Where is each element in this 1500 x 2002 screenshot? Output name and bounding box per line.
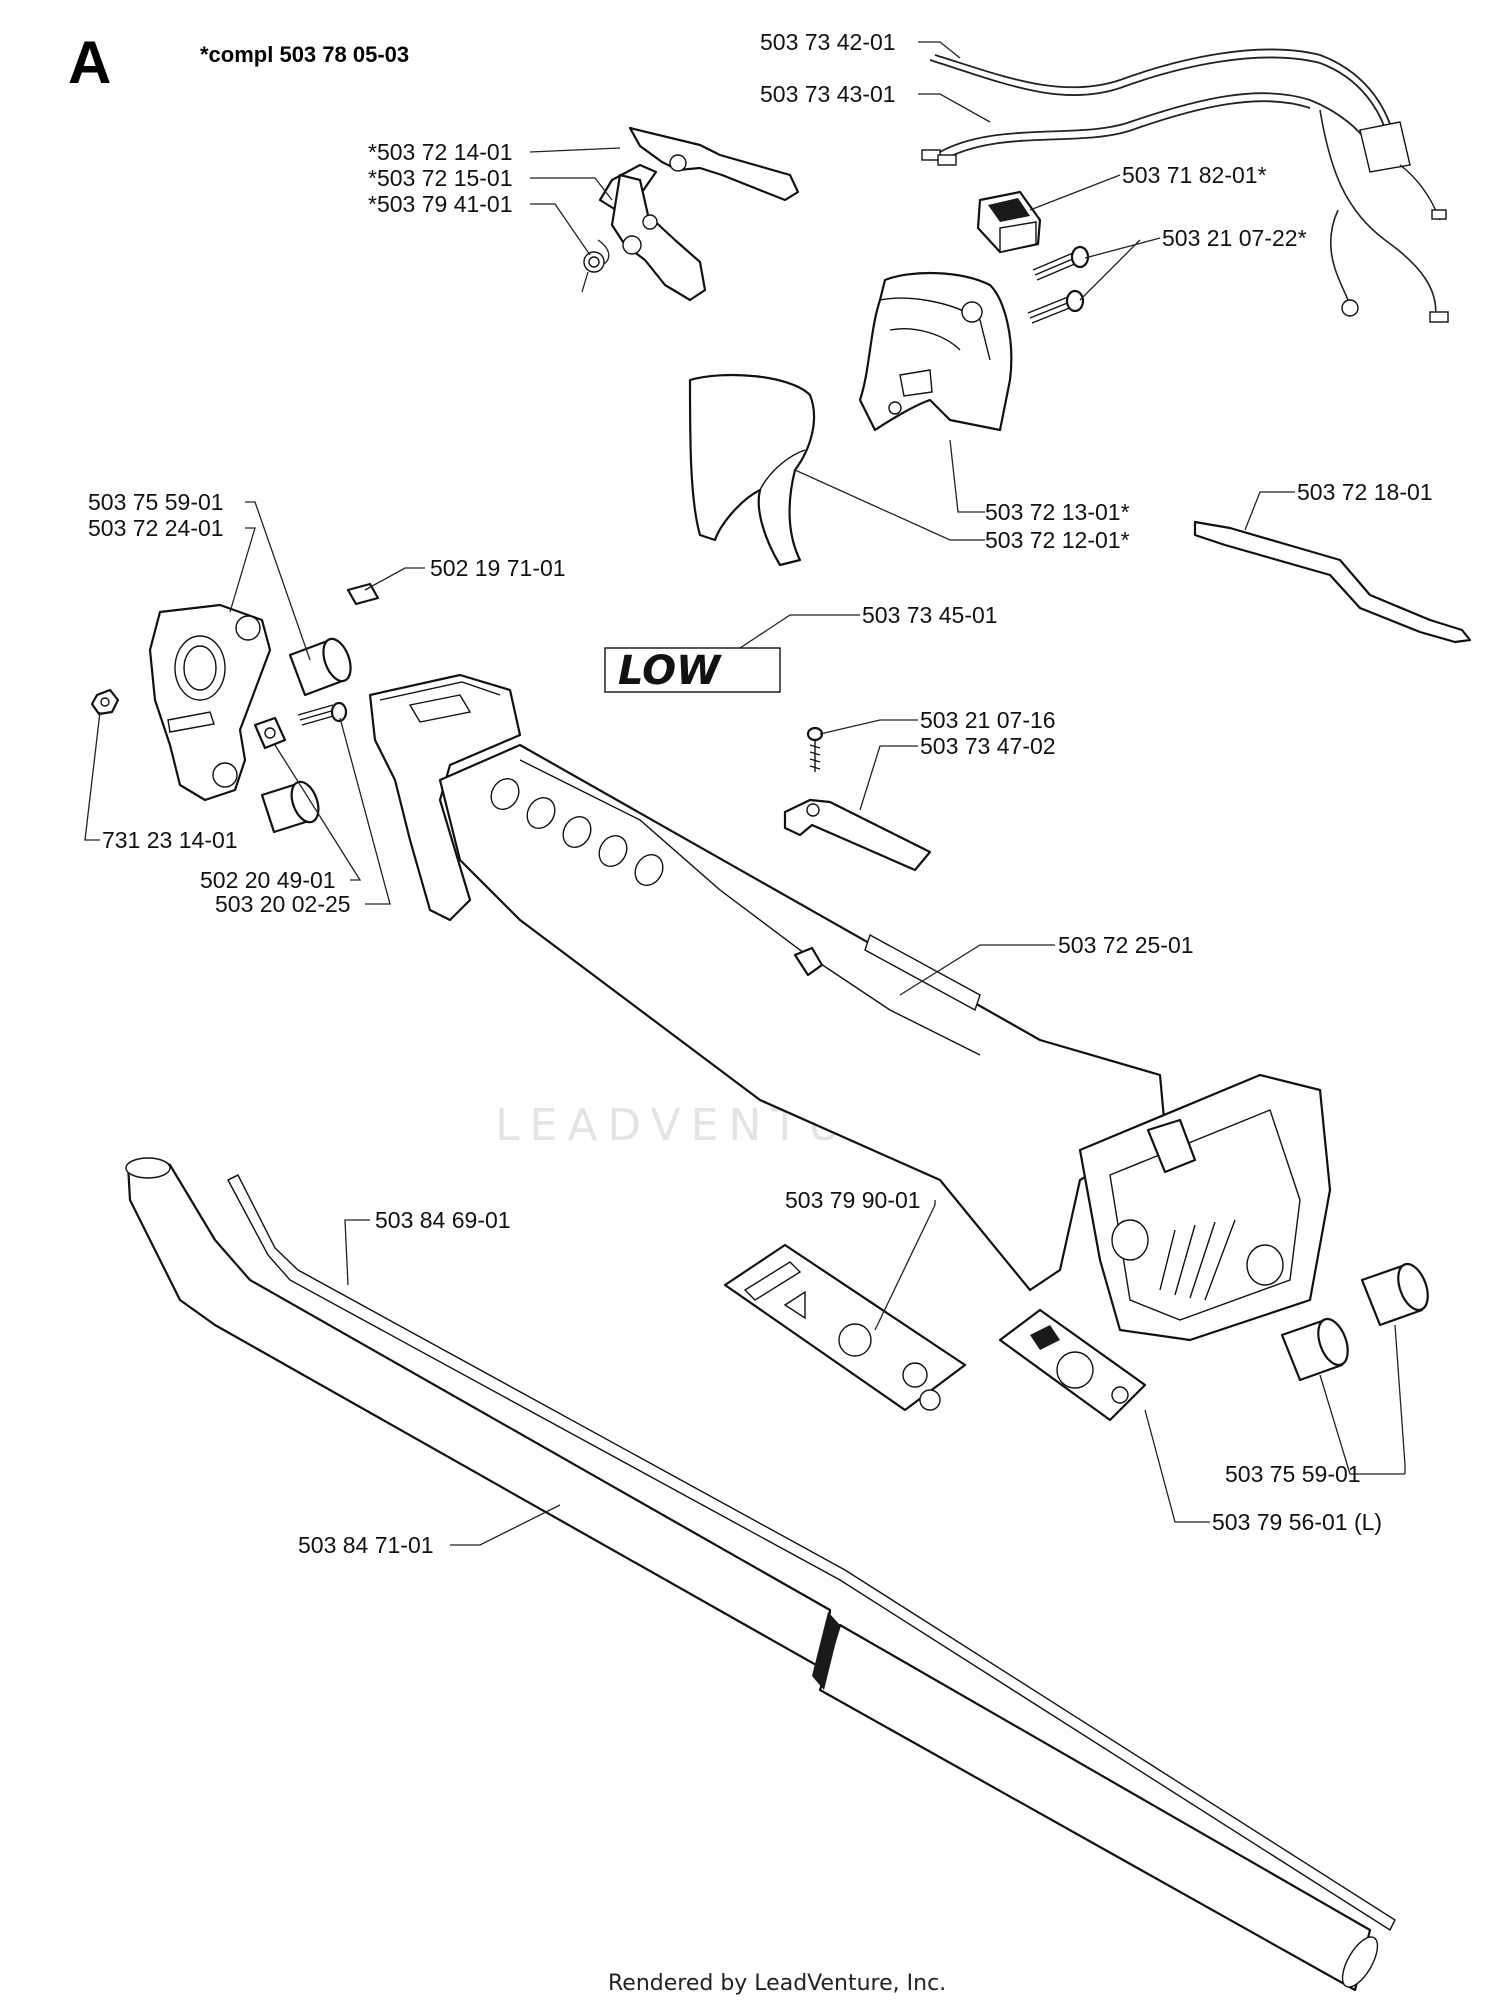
part-labels: 503 73 42-01 503 73 43-01 *503 72 14-01 … <box>88 29 1433 1558</box>
part-label: 503 72 25-01 <box>1058 932 1194 958</box>
footer-credit: Rendered by LeadVenture, Inc. <box>608 1971 946 1996</box>
leader-lines <box>84 41 1406 1546</box>
low-decal: LOW <box>604 647 781 694</box>
shaft-tube <box>125 1157 1379 1992</box>
part-label: 503 79 56-01 (L) <box>1212 1509 1382 1535</box>
grip-upper-right <box>1360 1262 1429 1327</box>
part-label: 503 84 69-01 <box>375 1207 511 1233</box>
part-label: 503 72 18-01 <box>1297 479 1433 505</box>
part-label: 503 79 90-01 <box>785 1187 921 1213</box>
part-label: *503 72 15-01 <box>368 165 513 191</box>
throttle-lockout <box>610 173 707 302</box>
grip-upper-left <box>288 637 352 697</box>
grip-lower-left <box>260 780 320 834</box>
part-label: 503 84 71-01 <box>298 1532 434 1558</box>
part-label: 503 20 02-25 <box>215 891 351 917</box>
vent-holes <box>490 777 664 887</box>
assembly-number: *compl 503 78 05-03 <box>200 42 409 67</box>
stay-bar <box>1193 520 1472 644</box>
locknut <box>90 688 120 716</box>
part-label: 502 20 49-01 <box>200 867 336 893</box>
warning-triangle-icon <box>783 1290 806 1320</box>
screw-small <box>806 726 824 772</box>
section-letter: A <box>68 29 111 96</box>
handle-housing <box>858 271 1013 432</box>
part-label: 503 75 59-01 <box>1225 1461 1361 1487</box>
part-label: 503 72 24-01 <box>88 515 224 541</box>
part-label: *503 72 14-01 <box>368 139 513 165</box>
part-label: 503 73 43-01 <box>760 81 896 107</box>
part-label: 503 73 45-01 <box>862 602 998 628</box>
flex-shaft <box>227 1174 1396 1932</box>
stop-switch <box>976 190 1042 254</box>
part-label: 502 19 71-01 <box>430 555 566 581</box>
part-label: 503 71 82-01* <box>1122 162 1267 188</box>
operator-icon <box>838 1323 872 1357</box>
warning-decal <box>723 1243 967 1412</box>
part-label: 503 73 47-02 <box>920 733 1056 759</box>
ear-protection-icon <box>902 1362 928 1388</box>
left-decal <box>998 1308 1147 1422</box>
shaft-housing <box>368 673 1332 1342</box>
throttle-bracket <box>783 798 932 872</box>
part-label: 503 73 42-01 <box>760 29 896 55</box>
part-label: 503 75 59-01 <box>88 489 224 515</box>
part-label: 503 21 07-16 <box>920 707 1056 733</box>
part-label: 731 23 14-01 <box>102 827 238 853</box>
part-label: *503 79 41-01 <box>368 191 513 217</box>
grip-lower-right <box>1280 1317 1349 1382</box>
part-label: 503 72 12-01* <box>985 527 1130 553</box>
square-nut <box>346 582 380 606</box>
part-label: 503 21 07-22* <box>1162 225 1307 251</box>
spiral-icon <box>1056 1351 1094 1389</box>
clamp <box>253 716 287 750</box>
rear-grip-bracket <box>148 603 272 802</box>
boot-icon <box>919 1389 941 1411</box>
spring-washer <box>581 239 610 293</box>
screw-pair <box>1027 245 1090 324</box>
screw-bracket <box>297 701 348 726</box>
decal-text: LOW <box>618 648 722 694</box>
prohibition-icon <box>1111 1386 1129 1404</box>
handle-cover <box>688 373 816 567</box>
cable-assembly <box>921 48 1449 323</box>
part-label: 503 72 13-01* <box>985 499 1130 525</box>
